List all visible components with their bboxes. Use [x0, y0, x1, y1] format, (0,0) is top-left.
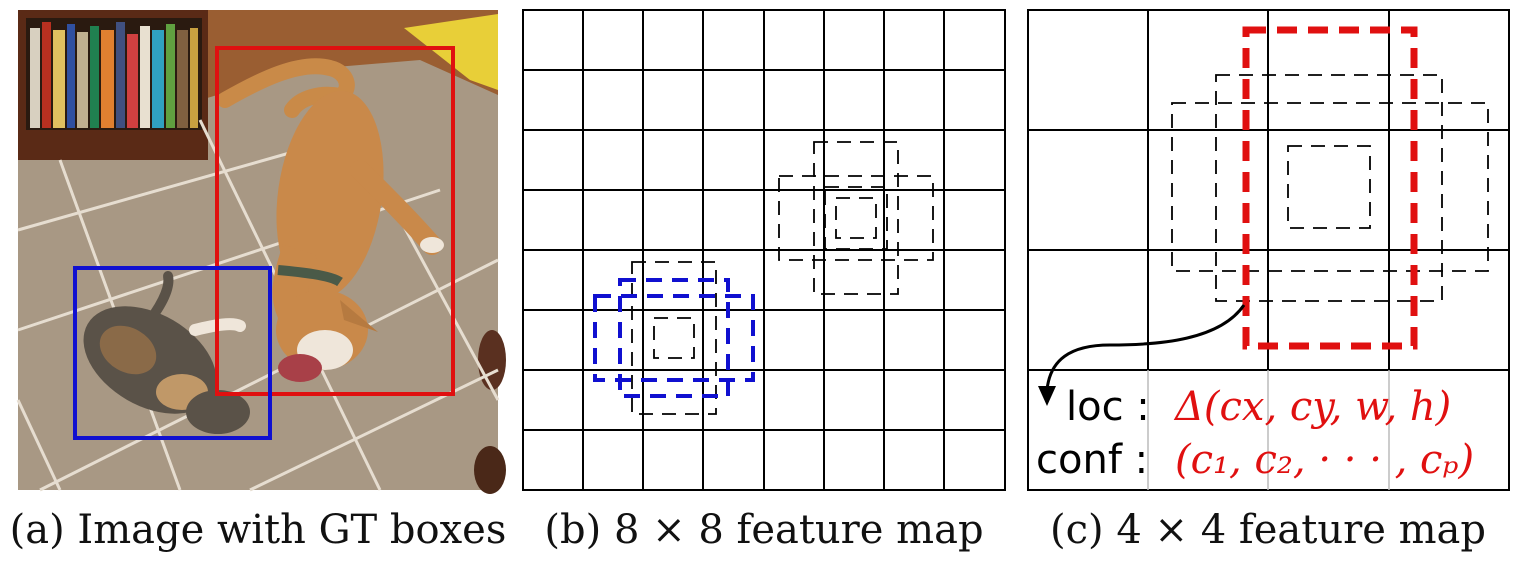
conf-label: conf : [1036, 437, 1148, 483]
loc-label: loc : [1066, 384, 1150, 430]
grid-8x8 [522, 9, 1006, 491]
panel-a: (a) Image with GT boxes [10, 10, 507, 553]
prediction-arrow [1045, 304, 1246, 391]
panel-b: (b) 8 × 8 feature map [522, 9, 1006, 553]
arrow-head-icon [1038, 386, 1056, 406]
dog-gt-box [215, 46, 455, 396]
cat-gt-box [73, 266, 272, 440]
caption-b: (b) 8 × 8 feature map [544, 507, 983, 553]
caption-a: (a) Image with GT boxes [10, 507, 507, 553]
loc-formula: Δ(cx, cy, w, h) [1173, 384, 1451, 430]
matched-default-box [1242, 26, 1418, 350]
panel-c: loc : Δ(cx, cy, w, h) conf : (c₁, c₂, · … [1027, 9, 1510, 553]
dog [217, 58, 444, 382]
default-boxes-cell-1 [778, 141, 934, 295]
default-boxes-cell-2 [593, 261, 755, 415]
default-boxes-4x4 [1171, 74, 1489, 302]
cat [83, 271, 250, 434]
caption-c: (c) 4 × 4 feature map [1050, 507, 1486, 553]
conf-formula: (c₁, c₂, · · · , cₚ) [1175, 437, 1474, 483]
photo [16, 10, 506, 494]
